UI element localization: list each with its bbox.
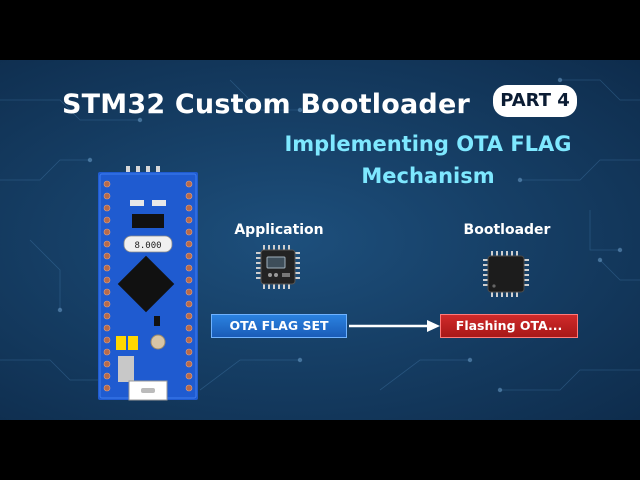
side-pins — [103, 180, 193, 392]
application-label: Application — [234, 222, 324, 238]
bootloader-chip-icon — [483, 251, 529, 297]
subtitle-line-1: Implementing OTA FLAG — [284, 132, 572, 156]
ota-flag-set-box: OTA FLAG SET — [211, 314, 347, 338]
video-title: STM32 Custom Bootloader — [62, 89, 470, 120]
subtitle: Implementing OTA FLAG Mechanism — [278, 128, 578, 192]
crystal-label: 8.000 — [134, 241, 161, 251]
arrow-right-icon — [349, 320, 440, 332]
letterbox-top — [0, 0, 640, 60]
subtitle-line-2: Mechanism — [361, 164, 495, 188]
bootloader-label: Bootloader — [463, 222, 551, 238]
thumbnail-stage: STM32 Custom Bootloader PART 4 Implement… — [0, 60, 640, 420]
part-badge: PART 4 — [493, 85, 577, 117]
circuit-background — [0, 77, 640, 393]
application-chip-icon — [256, 245, 300, 289]
letterbox-bottom — [0, 420, 640, 480]
stm32-board-illustration: 8.000 — [98, 166, 198, 401]
flashing-ota-box: Flashing OTA... — [440, 314, 578, 338]
